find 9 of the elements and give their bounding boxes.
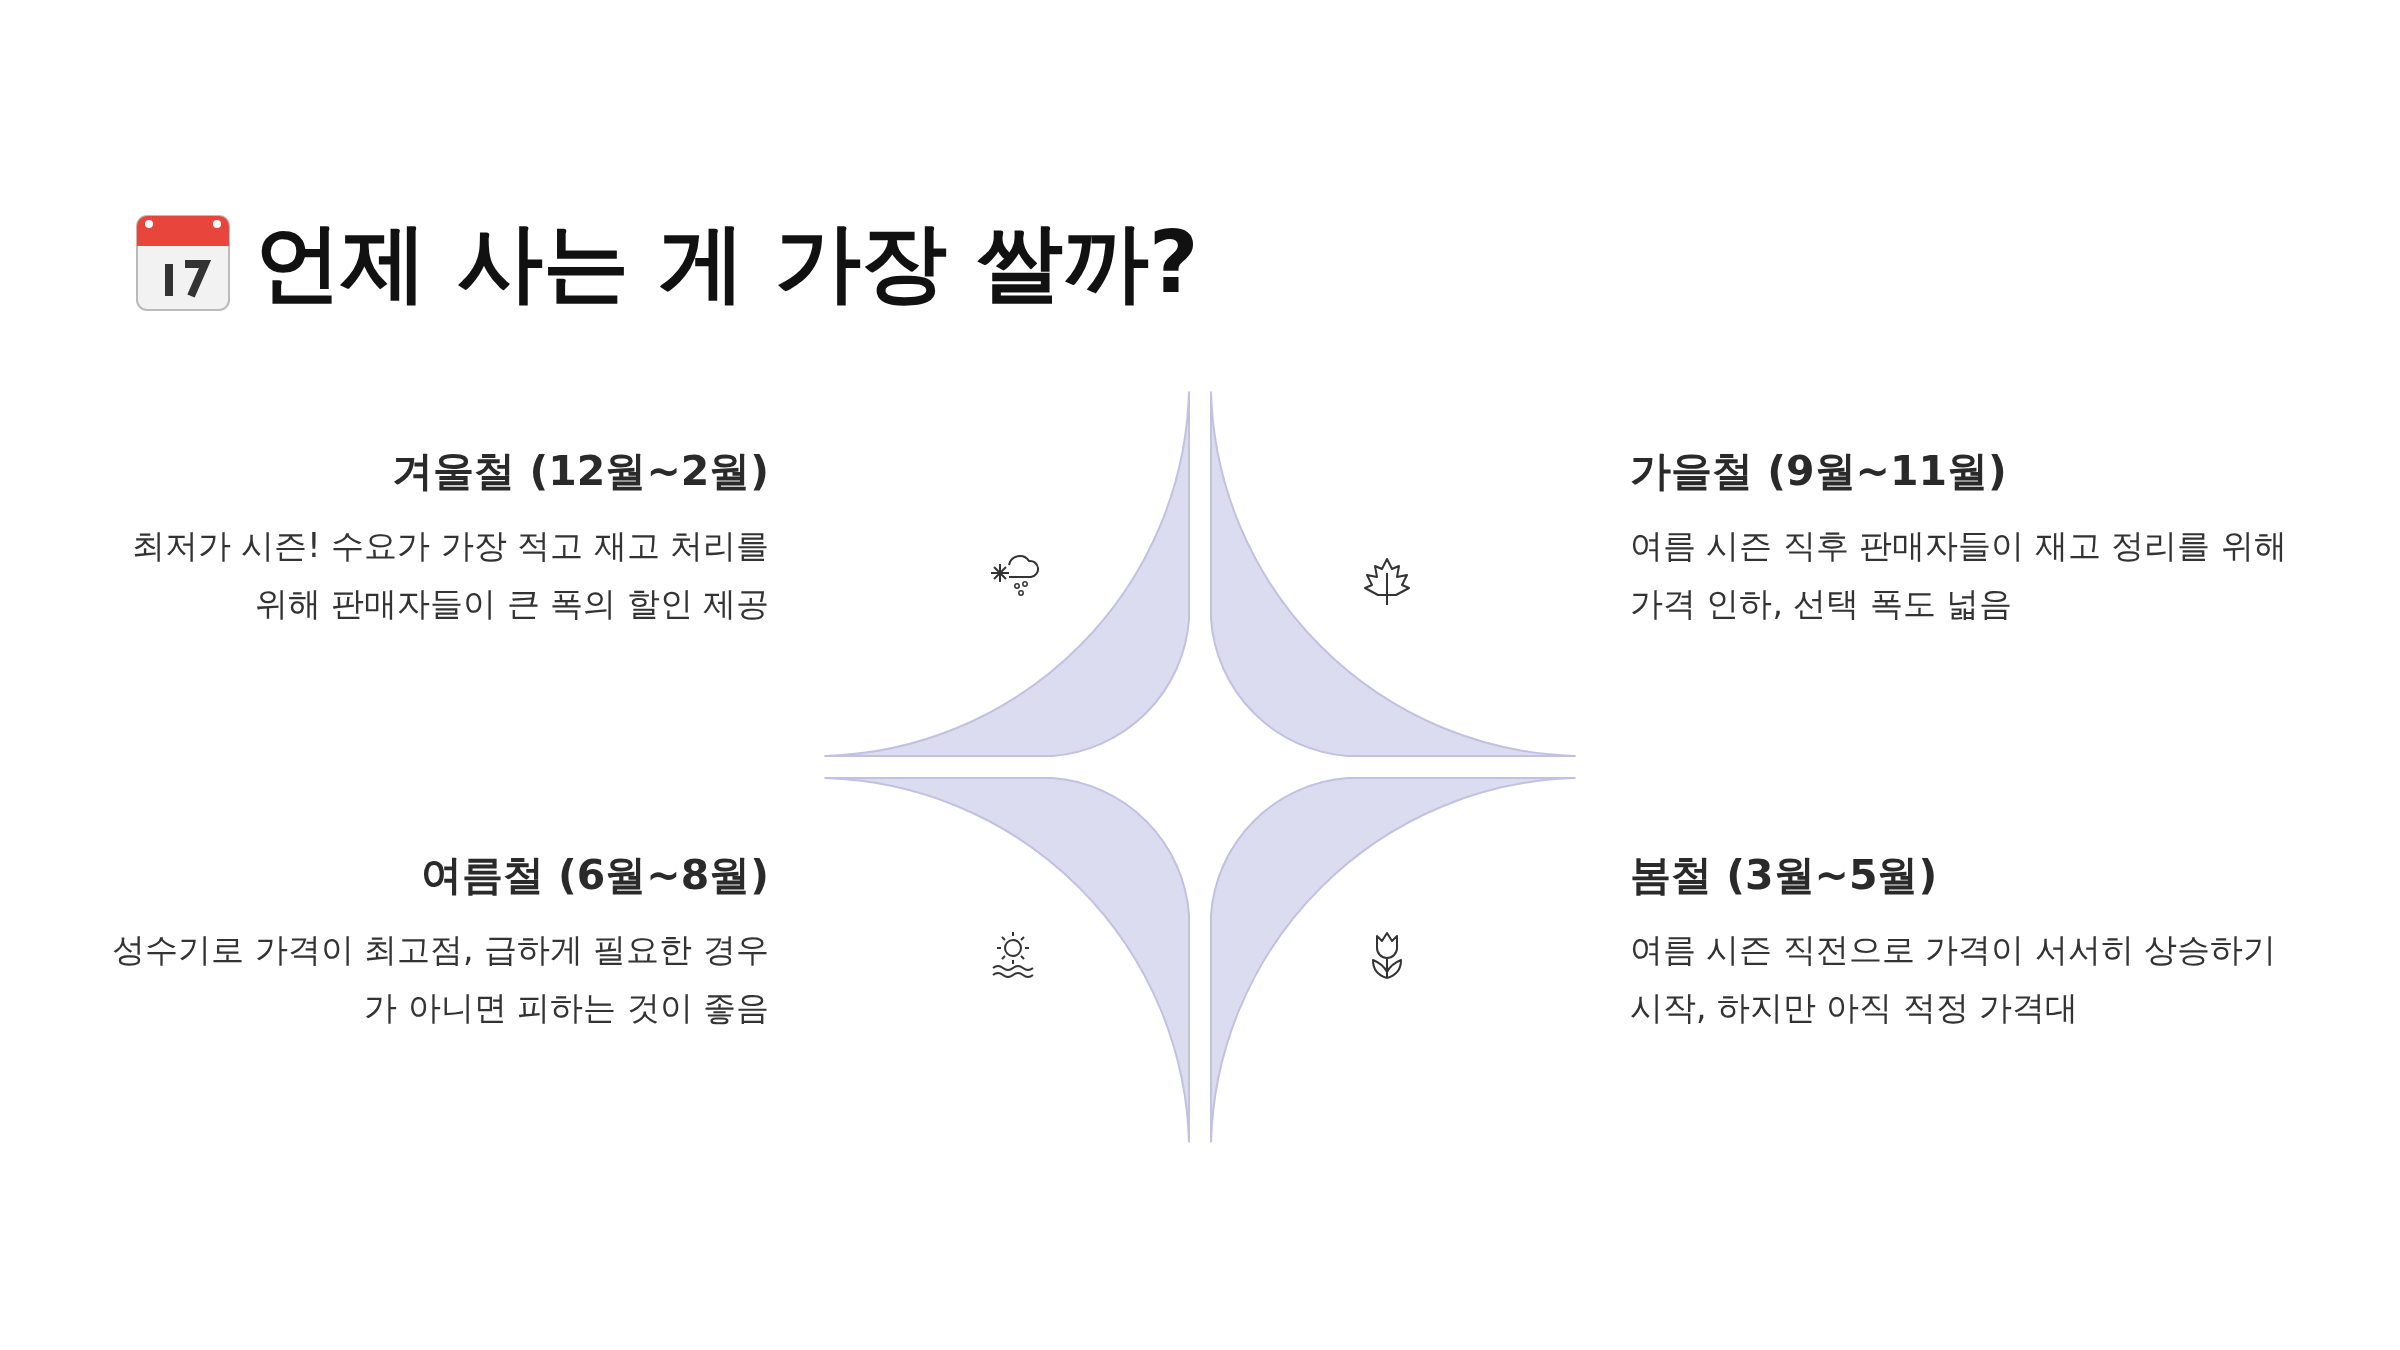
season-heading: 가을철 (9월~11월): [1630, 446, 2007, 497]
season-heading: 겨울철 (12월~2월): [392, 446, 769, 497]
season-heading: 여름철 (6월~8월): [420, 850, 769, 901]
season-heading: 봄철 (3월~5월): [1630, 850, 1938, 901]
season-description: 여름 시즌 직후 판매자들이 재고 정리를 위해 가격 인하, 선택 폭도 넓음: [1630, 525, 2288, 625]
season-description: 성수기로 가격이 최고점, 급하게 필요한 경우가 아니면 피하는 것이 좋음: [111, 929, 769, 1029]
title: 언제 사는 게 가장 쌀까?: [255, 211, 1199, 314]
season-description: 최저가 시즌! 수요가 가장 적고 재고 처리를 위해 판매자들이 큰 폭의 할인 제공: [130, 525, 769, 625]
season-description: 여름 시즌 직전으로 가격이 서서히 상승하기 시작, 하지만 아직 적정 가격대: [1630, 929, 2278, 1029]
